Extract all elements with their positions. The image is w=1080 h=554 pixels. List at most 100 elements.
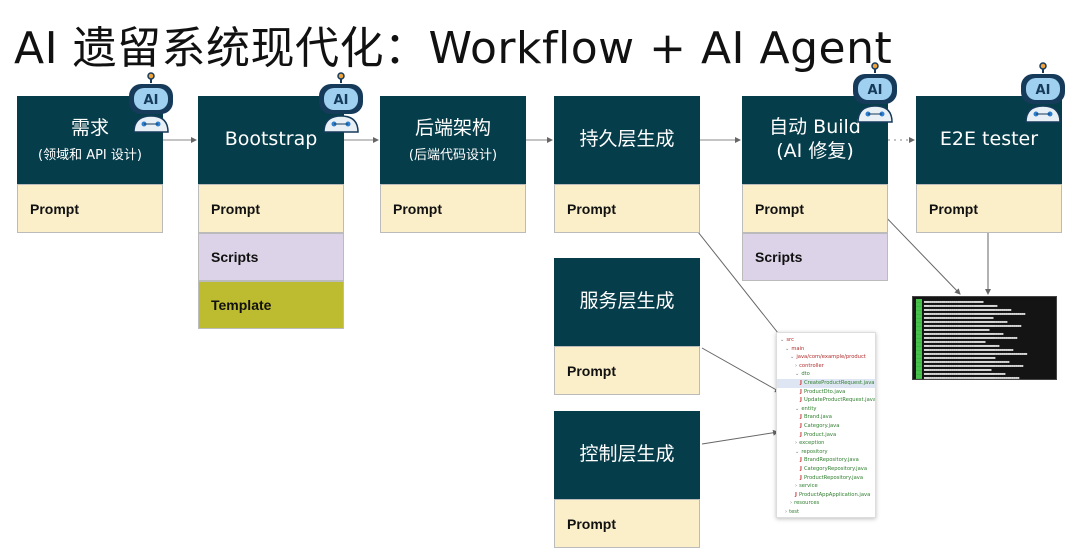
chevron-right-icon: › bbox=[795, 483, 798, 490]
stage-service-layer: 服务层生成 bbox=[554, 258, 700, 346]
terminal-line: ███ ▄▄▄▄▄▄▄▄▄▄▄▄▄▄▄▄▄▄▄▄▄▄▄▄▄▄▄▄▄▄▄▄▄▄▄▄… bbox=[916, 319, 1008, 323]
chevron-right-icon: › bbox=[785, 508, 788, 515]
terminal-line: ███ ▄▄▄▄▄▄▄▄▄▄▄▄▄▄▄▄▄▄▄▄▄▄▄▄▄▄▄▄▄▄▄▄▄▄▄▄ bbox=[916, 355, 996, 359]
tree-item-label: test bbox=[789, 508, 800, 515]
java-file-icon: J bbox=[795, 491, 797, 498]
tree-item-label: ProductAppApplication.java bbox=[798, 491, 871, 498]
tree-item-label: ProductRepository.java bbox=[803, 474, 863, 481]
stage-title: 持久层生成 bbox=[579, 128, 675, 151]
stage-title: 后端架构 bbox=[414, 117, 491, 140]
terminal-line: ███ ▄▄▄▄▄▄▄▄▄▄▄▄▄▄▄▄▄▄▄▄▄▄▄▄▄▄▄▄▄▄ bbox=[916, 299, 984, 303]
robot-icon: AI bbox=[129, 72, 173, 133]
terminal-line: ███ ▄▄▄▄▄▄▄▄▄▄▄▄▄▄▄▄▄▄▄▄▄▄▄▄▄▄▄▄▄▄▄▄▄▄▄▄… bbox=[916, 371, 1006, 375]
tree-item-label: ProductDto.java bbox=[803, 388, 846, 395]
folder-item[interactable]: ⌄repository bbox=[777, 448, 875, 457]
prompt-cell: Prompt bbox=[554, 499, 700, 548]
terminal-line: ███ ▄▄▄▄▄▄▄▄▄▄▄▄▄▄▄▄▄▄▄▄▄▄▄▄▄▄▄▄▄▄▄▄▄▄▄▄… bbox=[916, 351, 1028, 355]
java-file-icon: J bbox=[800, 465, 802, 472]
terminal-line: ███ ▄▄▄▄▄▄▄▄▄▄▄▄▄▄▄▄▄▄▄▄▄▄▄▄▄▄▄▄▄▄▄▄▄▄ bbox=[916, 367, 992, 371]
template-cell: Template bbox=[198, 281, 344, 329]
terminal-line: ███ ▄▄▄▄▄▄▄▄▄▄▄▄▄▄▄▄▄▄▄▄▄▄▄▄▄▄▄▄▄▄▄▄▄▄▄▄… bbox=[916, 331, 1004, 335]
page-title: AI 遗留系统现代化：Workflow + AI Agent bbox=[14, 23, 893, 74]
tree-item-label: Category.java bbox=[803, 422, 840, 429]
folder-item[interactable]: ›exception bbox=[777, 439, 875, 448]
folder-item[interactable]: ⌄main bbox=[777, 345, 875, 354]
stage-backend-architecture: 后端架构 (后端代码设计) bbox=[380, 96, 526, 184]
terminal-line: ███ ▄▄▄▄▄▄▄▄▄▄▄▄▄▄▄▄▄▄▄▄▄▄▄▄▄▄▄▄▄▄▄▄▄▄▄ bbox=[916, 315, 994, 319]
prompt-cell: Prompt bbox=[554, 346, 700, 395]
terminal-line: ███ ▄▄▄▄▄▄▄▄▄▄▄▄▄▄▄▄▄▄▄▄▄▄▄▄▄▄▄▄▄▄▄▄▄▄▄▄… bbox=[916, 363, 1024, 367]
stage-controller-layer: 控制层生成 bbox=[554, 411, 700, 499]
scripts-cell: Scripts bbox=[198, 233, 344, 281]
robot-badge: AI bbox=[334, 93, 349, 108]
terminal-line: ███ ▄▄▄▄▄▄▄▄▄▄▄▄▄▄▄▄▄▄▄▄▄▄▄▄▄▄▄▄▄▄▄▄▄▄▄▄… bbox=[916, 343, 1000, 347]
java-file-icon: J bbox=[800, 457, 802, 464]
terminal-line: ███ ▄▄▄▄▄▄▄▄▄▄▄▄▄▄▄▄▄▄▄▄▄▄▄▄▄▄▄▄▄▄▄▄▄▄▄▄… bbox=[916, 375, 1020, 379]
java-file-icon: J bbox=[800, 379, 802, 386]
chevron-down-icon: ⌄ bbox=[795, 448, 800, 455]
folder-item[interactable]: ⌄dto bbox=[777, 370, 875, 379]
folder-item[interactable]: ›resources bbox=[777, 499, 875, 508]
tree-item-label: service bbox=[799, 483, 818, 490]
chevron-down-icon: ⌄ bbox=[785, 345, 790, 352]
chevron-down-icon: ⌄ bbox=[795, 405, 800, 412]
chevron-down-icon: ⌄ bbox=[795, 371, 800, 378]
terminal-line: ███ ▄▄▄▄▄▄▄▄▄▄▄▄▄▄▄▄▄▄▄▄▄▄▄▄▄▄▄▄▄▄▄▄▄ bbox=[916, 327, 990, 331]
stage-title: 服务层生成 bbox=[579, 290, 675, 313]
arrow-s8-editor bbox=[701, 429, 779, 445]
terminal-line: ███ ▄▄▄▄▄▄▄▄▄▄▄▄▄▄▄▄▄▄▄▄▄▄▄▄▄▄▄▄▄▄▄▄▄▄▄▄… bbox=[916, 335, 1018, 339]
tree-item-label: CategoryRepository.java bbox=[803, 465, 867, 472]
chevron-right-icon: › bbox=[795, 362, 798, 369]
java-file-icon: J bbox=[800, 431, 802, 438]
folder-item[interactable]: ⌄entity bbox=[777, 405, 875, 414]
robot-badge: AI bbox=[144, 93, 159, 108]
tree-item-label: CreateProductRequest.java bbox=[803, 379, 875, 386]
prompt-cell: Prompt bbox=[554, 184, 700, 233]
prompt-cell: Prompt bbox=[742, 184, 888, 233]
java-file-icon: J bbox=[800, 397, 802, 404]
chevron-down-icon: ⌄ bbox=[780, 337, 785, 343]
tree-item-label: main bbox=[791, 345, 805, 352]
robot-badge: AI bbox=[868, 83, 883, 98]
terminal-log-panel: ███ ▄▄▄▄▄▄▄▄▄▄▄▄▄▄▄▄▄▄▄▄▄▄▄▄▄▄▄▄▄▄███ ▄▄… bbox=[912, 296, 1057, 380]
stage-subtitle: (领域和 API 设计) bbox=[38, 147, 142, 163]
scripts-cell: Scripts bbox=[742, 233, 888, 281]
prompt-cell: Prompt bbox=[17, 184, 163, 233]
folder-item[interactable]: ›controller bbox=[777, 362, 875, 371]
tree-item-label: dto bbox=[801, 371, 810, 378]
tree-item-label: Brand.java bbox=[803, 414, 832, 421]
terminal-log: ███ ▄▄▄▄▄▄▄▄▄▄▄▄▄▄▄▄▄▄▄▄▄▄▄▄▄▄▄▄▄▄███ ▄▄… bbox=[916, 299, 1053, 379]
folder-item[interactable]: ›service bbox=[777, 482, 875, 491]
tree-item-label: controller bbox=[799, 362, 824, 369]
prompt-cell: Prompt bbox=[198, 184, 344, 233]
terminal-line: ███ ▄▄▄▄▄▄▄▄▄▄▄▄▄▄▄▄▄▄▄▄▄▄▄▄▄▄▄▄▄▄▄▄▄▄▄▄… bbox=[916, 359, 1010, 363]
stage-auto-build: 自动 Build (AI 修复) bbox=[742, 96, 888, 184]
robot-icon: AI bbox=[319, 72, 363, 133]
tree-item-label: UpdateProductRequest.java bbox=[803, 397, 876, 404]
java-file-icon: J bbox=[800, 414, 802, 421]
folder-item[interactable]: ›test bbox=[777, 508, 875, 517]
stage-title: 需求 bbox=[70, 117, 109, 140]
robot-icon: AI bbox=[853, 62, 897, 123]
folder-item[interactable]: ⌄java/com/example/product bbox=[777, 353, 875, 362]
terminal-line: ███ ▄▄▄▄▄▄▄▄▄▄▄▄▄▄▄▄▄▄▄▄▄▄▄▄▄▄▄▄▄▄▄▄▄▄▄▄… bbox=[916, 311, 1026, 315]
java-file-icon: J bbox=[800, 388, 802, 395]
robot-icon: AI bbox=[1021, 62, 1065, 123]
tree-item-label: repository bbox=[801, 448, 828, 455]
prompt-cell: Prompt bbox=[916, 184, 1062, 233]
terminal-line: ███ ▄▄▄▄▄▄▄▄▄▄▄▄▄▄▄▄▄▄▄▄▄▄▄▄▄▄▄▄▄▄▄▄▄▄▄▄… bbox=[916, 303, 998, 307]
folder-item[interactable]: ⌄src bbox=[777, 336, 875, 345]
stage-bootstrap: Bootstrap bbox=[198, 96, 344, 184]
file-tree-panel: ⌄src⌄main⌄java/com/example/product›contr… bbox=[776, 332, 876, 518]
terminal-line: ███ ▄▄▄▄▄▄▄▄▄▄▄▄▄▄▄▄▄▄▄▄▄▄▄▄▄▄▄▄▄▄▄ bbox=[916, 339, 986, 343]
